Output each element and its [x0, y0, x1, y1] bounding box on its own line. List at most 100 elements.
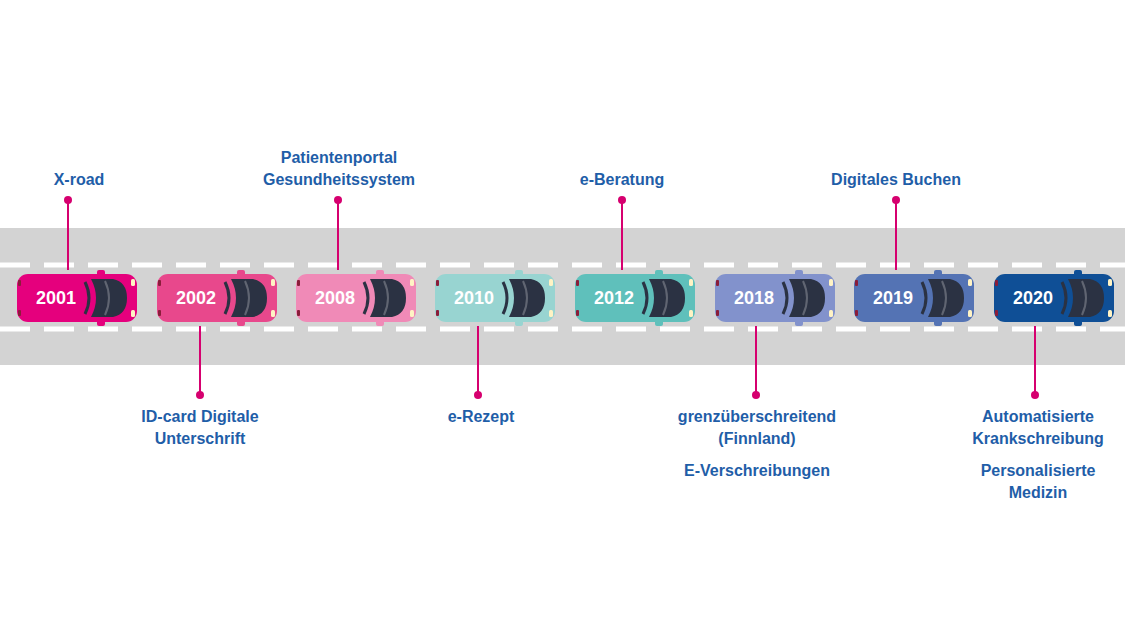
car-taillight	[297, 310, 300, 316]
car-body	[715, 274, 835, 322]
car-taillight	[995, 310, 998, 316]
leader-line	[621, 200, 623, 270]
car-taillight	[716, 310, 719, 316]
car-node: 2010	[435, 270, 555, 326]
car-windshield	[509, 279, 545, 317]
milestone-label: X-road	[19, 169, 139, 191]
car-taillight	[576, 280, 579, 286]
car-headlight	[829, 310, 833, 317]
car-glass-shine	[384, 281, 388, 315]
car-windshield	[649, 279, 685, 317]
car-illustration	[296, 270, 416, 326]
car-windshield	[928, 279, 964, 317]
car-taillight	[18, 310, 21, 316]
car-taillight	[855, 280, 858, 286]
year-label: 2020	[1000, 270, 1066, 326]
year-label: 2012	[581, 270, 647, 326]
car-glass-shine	[803, 281, 807, 315]
year-label: 2018	[721, 270, 787, 326]
car-node: 2002	[157, 270, 277, 326]
car-headlight	[549, 279, 553, 286]
car-glass-shine	[105, 281, 109, 315]
milestone-label: E-Verschreibungen	[660, 460, 855, 482]
car-glass-shine	[245, 281, 249, 315]
car-illustration	[575, 270, 695, 326]
car-headlight	[549, 310, 553, 317]
car-headlight	[1108, 279, 1112, 286]
car-body	[575, 274, 695, 322]
car-headlight	[968, 279, 972, 286]
car-illustration	[994, 270, 1114, 326]
milestone-label: Patientenportal Gesundheitssystem	[252, 147, 427, 191]
milestone-label: Digitales Buchen	[811, 169, 981, 191]
leader-dot	[474, 391, 482, 399]
milestone-label: e-Beratung	[552, 169, 692, 191]
car-windshield	[1068, 279, 1104, 317]
car-node: 2019	[854, 270, 974, 326]
year-label: 2010	[441, 270, 507, 326]
car-body	[296, 274, 416, 322]
car-windshield	[231, 279, 267, 317]
car-roof-edge	[1062, 282, 1066, 314]
car-taillight	[158, 310, 161, 316]
leader-line	[1034, 326, 1036, 395]
car-glass-shine	[942, 281, 946, 315]
car-headlight	[271, 279, 275, 286]
car-illustration	[435, 270, 555, 326]
car-illustration	[854, 270, 974, 326]
car-headlight	[829, 279, 833, 286]
car-windshield	[789, 279, 825, 317]
car-illustration	[157, 270, 277, 326]
milestone-label: grenzüberschreitend (Finnland)	[660, 406, 855, 450]
car-roof-edge	[922, 282, 926, 314]
car-node: 2020	[994, 270, 1114, 326]
year-label: 2002	[163, 270, 229, 326]
leader-dot	[334, 196, 342, 204]
car-roof-edge	[364, 282, 368, 314]
car-node: 2008	[296, 270, 416, 326]
car-headlight	[1108, 310, 1112, 317]
car-roof-edge	[225, 282, 229, 314]
milestone-label: e-Rezept	[421, 406, 541, 428]
car-windshield	[91, 279, 127, 317]
car-taillight	[855, 310, 858, 316]
car-roof-edge	[85, 282, 89, 314]
car-headlight	[968, 310, 972, 317]
car-illustration	[17, 270, 137, 326]
leader-line	[477, 326, 479, 395]
milestone-label: Personalisierte Medizin	[963, 460, 1113, 504]
car-node: 2012	[575, 270, 695, 326]
car-body	[17, 274, 137, 322]
car-taillight	[716, 280, 719, 286]
year-label: 2019	[860, 270, 926, 326]
leader-line	[895, 200, 897, 270]
car-taillight	[436, 280, 439, 286]
milestone-label: ID-card Digitale Unterschrift	[100, 406, 300, 450]
leader-dot	[892, 196, 900, 204]
car-headlight	[131, 310, 135, 317]
car-roof-edge	[783, 282, 787, 314]
road-surface	[0, 228, 1125, 365]
car-taillight	[995, 280, 998, 286]
car-headlight	[271, 310, 275, 317]
year-label: 2001	[23, 270, 89, 326]
car-node: 2001	[17, 270, 137, 326]
car-headlight	[410, 279, 414, 286]
car-taillight	[158, 280, 161, 286]
car-body	[854, 274, 974, 322]
car-roof-edge	[643, 282, 647, 314]
car-glass-shine	[1082, 281, 1086, 315]
leader-dot	[618, 196, 626, 204]
car-roof-edge	[503, 282, 507, 314]
leader-dot	[1031, 391, 1039, 399]
car-taillight	[297, 280, 300, 286]
leader-line	[199, 326, 201, 395]
car-headlight	[689, 310, 693, 317]
car-windshield	[370, 279, 406, 317]
car-taillight	[576, 310, 579, 316]
milestone-label: Automatisierte Krankschreibung	[963, 406, 1113, 450]
year-label: 2008	[302, 270, 368, 326]
car-headlight	[131, 279, 135, 286]
car-taillight	[18, 280, 21, 286]
